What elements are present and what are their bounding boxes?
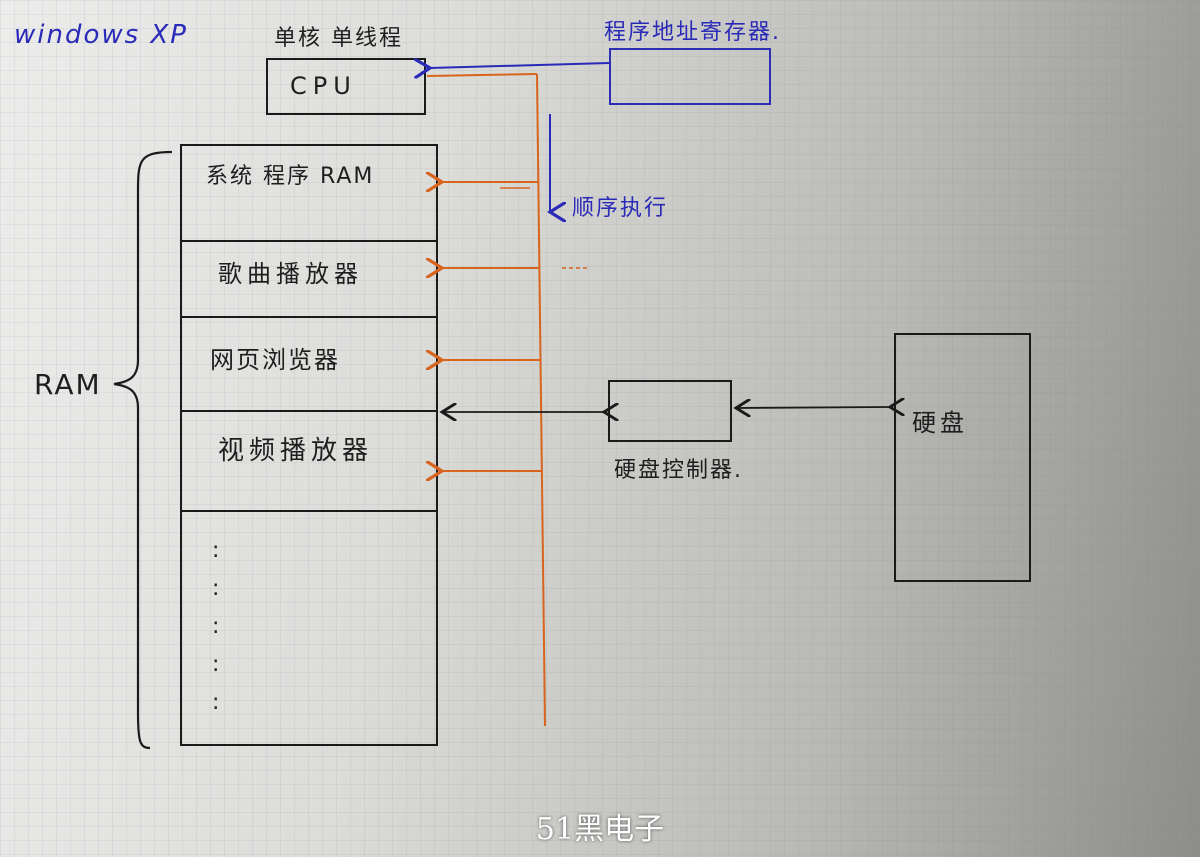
- ram-divider: [182, 240, 436, 242]
- os-label: windows XP: [14, 20, 188, 50]
- ram-divider: [182, 410, 436, 412]
- ram-slot-web-browser: 网页浏览器: [210, 346, 340, 374]
- ram-label: RAM: [34, 368, 102, 401]
- cpu-heading: 单核 单线程: [274, 26, 403, 51]
- orange-bus-vertical: [536, 73, 546, 727]
- ram-block: 系统 程序 RAM 歌曲播放器 网页浏览器 视频播放器 : : : : :: [180, 144, 438, 746]
- sequential-execution-label: 顺序执行: [572, 196, 669, 221]
- orange-bus-top: [426, 73, 538, 77]
- ram-ellipsis: :: [212, 538, 222, 563]
- ram-ellipsis: :: [212, 576, 222, 601]
- disk-controller-label: 硬盘控制器.: [614, 458, 743, 483]
- program-counter-label: 程序地址寄存器.: [604, 20, 781, 45]
- ram-slot-video-player: 视频播放器: [218, 436, 374, 466]
- ram-ellipsis: :: [212, 690, 222, 715]
- ram-brace: [113, 150, 173, 750]
- ram-ellipsis: :: [212, 652, 222, 677]
- watermark: 51黑电子: [535, 812, 665, 847]
- ram-divider: [182, 510, 436, 512]
- pc-to-cpu-arrow: [430, 63, 610, 68]
- cpu-box: CPU: [266, 58, 426, 115]
- hard-disk-box: 硬盘: [894, 333, 1031, 582]
- hard-disk-label: 硬盘: [912, 409, 968, 437]
- ram-ellipsis: :: [212, 614, 222, 639]
- ram-slot-system-program: 系统 程序 RAM: [206, 164, 375, 189]
- cpu-label: CPU: [290, 72, 357, 100]
- ram-slot-music-player: 歌曲播放器: [218, 260, 363, 288]
- ram-divider: [182, 316, 436, 318]
- controller-disk-link: [736, 407, 890, 408]
- program-counter-box: [609, 48, 771, 105]
